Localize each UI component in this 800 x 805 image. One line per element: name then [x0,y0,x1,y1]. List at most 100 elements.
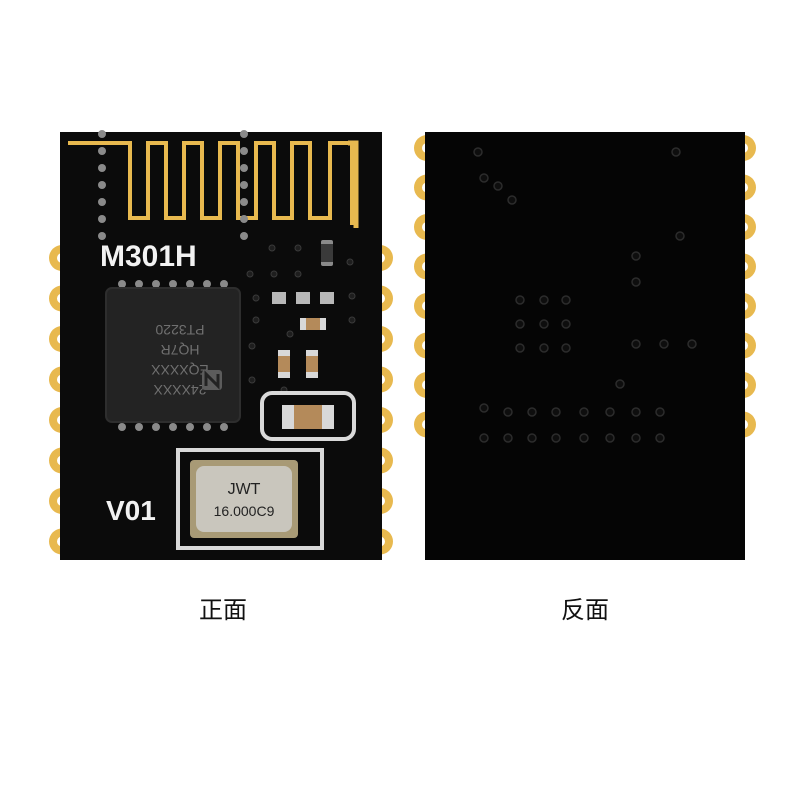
via [631,433,641,443]
chip-pin [220,280,228,288]
smd-part [296,292,310,304]
chip-text-line1: 24XXXX [153,382,207,398]
component-outline [260,391,356,441]
via [246,270,254,278]
module-label: M301H [100,240,197,273]
via [507,195,517,205]
back-caption: 反面 [561,596,609,624]
via [479,433,489,443]
front-board: M301H 24XXXX EQXXXX HQ7R PT3220 [49,130,393,560]
chip-pin [186,280,194,288]
front-vias [246,244,356,394]
via [631,407,641,417]
chip-pin [152,423,160,431]
capacitor [282,405,334,429]
chip-pin [240,164,248,172]
chip-pin [135,280,143,288]
via [503,407,513,417]
chip-pin [98,147,106,155]
via [479,403,489,413]
via [294,244,302,252]
chip-pin [169,280,177,288]
chip-pin [98,198,106,206]
chip-pin [98,181,106,189]
via [631,339,641,349]
via [248,342,256,350]
via [579,433,589,443]
via [631,277,641,287]
via [655,433,665,443]
via [539,343,549,353]
chip-pin [240,181,248,189]
crystal-line-2: 16.000C9 [214,503,275,519]
via [539,319,549,329]
via [479,173,489,183]
via [551,433,561,443]
chip-pin [220,423,228,431]
via [561,319,571,329]
chip-pin [203,423,211,431]
via [268,244,276,252]
chip-pin [98,232,106,240]
chip-text-line3: HQ7R [161,342,200,358]
chip-pin [152,280,160,288]
chip-pin [118,280,126,288]
crystal-outline [176,448,324,550]
chip-text-line4: PT3220 [155,322,204,338]
via [503,433,513,443]
chip-text-line2: EQXXXX [151,362,209,378]
antenna-feed [348,140,359,228]
crystal-line-1: JWT [228,481,261,498]
chip-pin [240,198,248,206]
via [348,292,356,300]
via [631,251,641,261]
back-pcb [425,132,745,560]
via [286,330,294,338]
via [252,294,260,302]
via [561,343,571,353]
back-board [414,132,756,560]
via [539,295,549,305]
via [551,407,561,417]
chip-pin [240,147,248,155]
via [527,433,537,443]
chip-pin [118,423,126,431]
crystal-can [196,466,292,532]
via [493,181,503,191]
chip-pin [203,280,211,288]
smd-components [272,240,334,378]
chip-pin [98,164,106,172]
smd-part [300,318,326,330]
via [605,433,615,443]
via [270,270,278,278]
via [346,258,354,266]
version-label: V01 [106,495,156,526]
via [515,295,525,305]
smd-part [278,350,290,378]
via [605,407,615,417]
chip-logo-icon [202,370,222,390]
smd-part [272,292,286,304]
via [671,147,681,157]
via [579,407,589,417]
back-vias [473,147,697,443]
via [252,316,260,324]
chip-pin [186,423,194,431]
antenna-trace [68,141,354,225]
via [615,379,625,389]
via [655,407,665,417]
via [473,147,483,157]
via [687,339,697,349]
chip-pin [135,423,143,431]
via [294,270,302,278]
via [527,407,537,417]
front-caption: 正面 [199,596,247,624]
qfn-chip: 24XXXX EQXXXX HQ7R PT3220 [98,130,248,431]
smd-part [306,350,318,378]
via [348,316,356,324]
via [515,343,525,353]
smd-part [320,292,334,304]
via [675,231,685,241]
